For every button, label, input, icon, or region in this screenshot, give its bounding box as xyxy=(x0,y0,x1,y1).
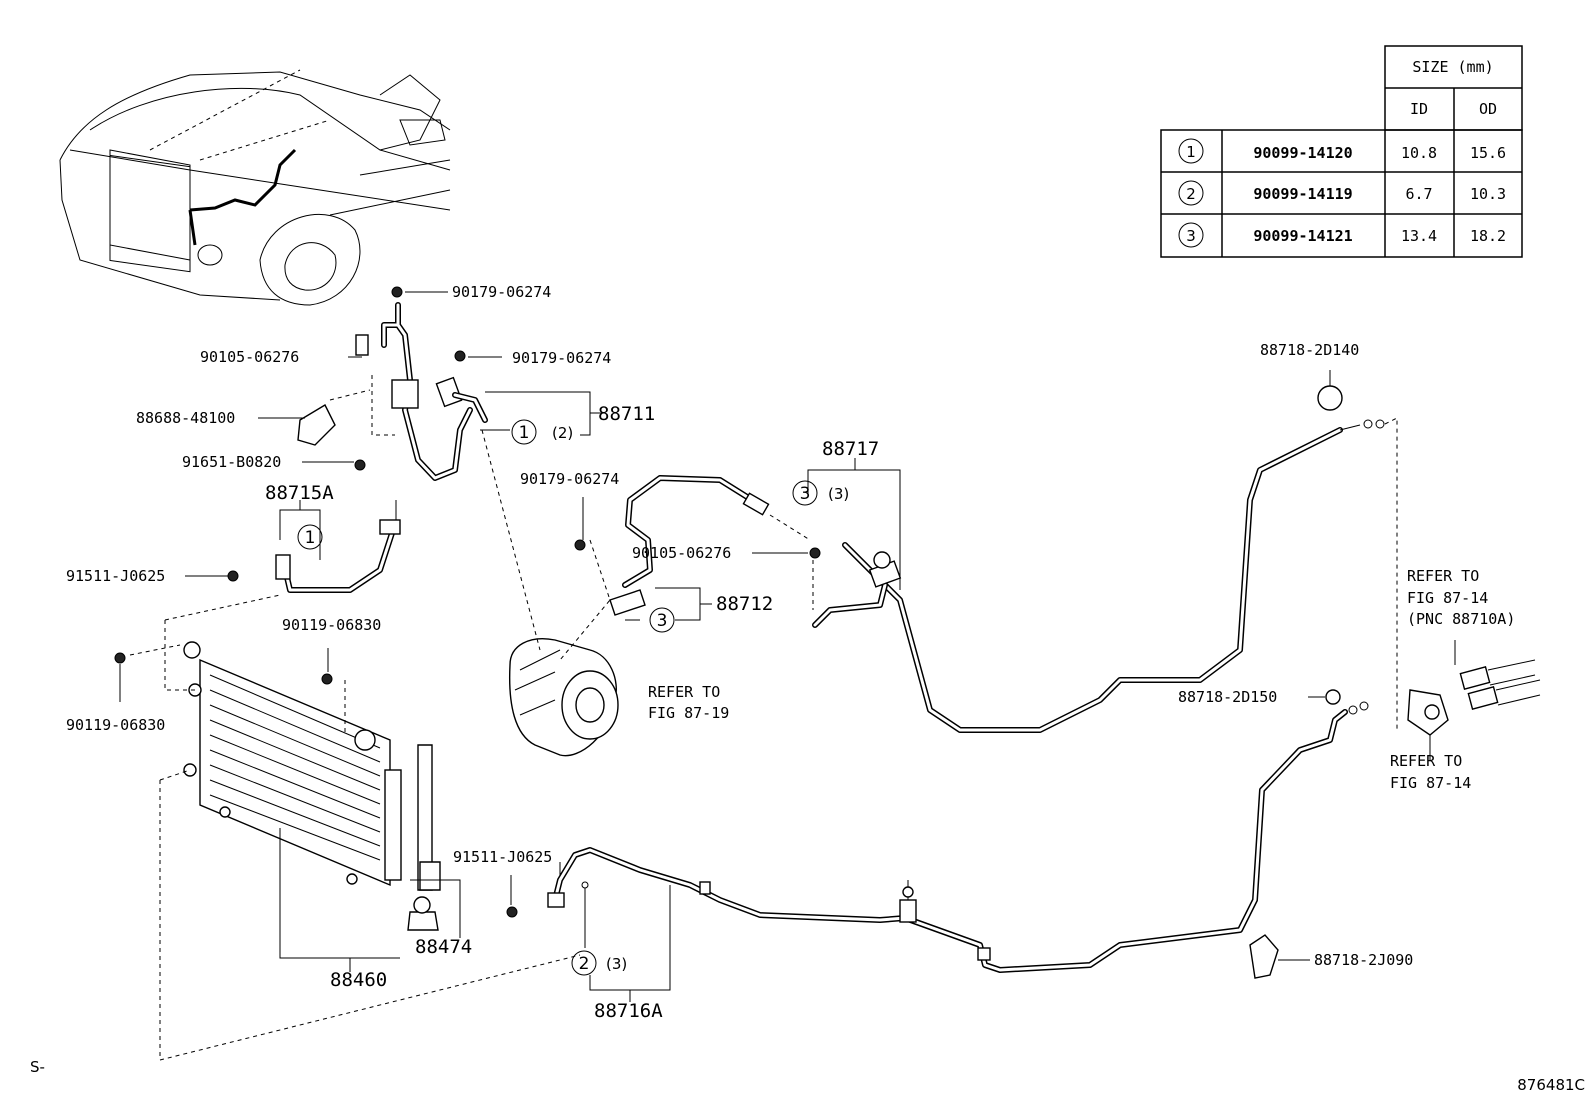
label-90179-06274-low: 90179-06274 xyxy=(520,470,619,488)
size-row3-part: 90099-14121 xyxy=(1253,227,1352,245)
callout-88717-qty: (3) xyxy=(828,485,849,503)
size-row2-mark: 2 xyxy=(1186,185,1196,203)
label-88460: 88460 xyxy=(330,969,387,991)
pipe-88716A xyxy=(506,689,1369,979)
right-fitting xyxy=(1407,659,1541,736)
callout-88711-qty: (2) xyxy=(552,424,573,442)
size-row2-od: 10.3 xyxy=(1470,185,1506,203)
callout-88716A-mark: 2 xyxy=(579,954,590,974)
part-labels: 90179-06274 90105-06276 90179-06274 8871… xyxy=(66,283,1413,1022)
refer-right-bottom-line1: REFER TO xyxy=(1390,752,1462,770)
label-88474: 88474 xyxy=(415,936,472,958)
refer-right-bottom-line2: FIG 87-14 xyxy=(1390,774,1471,792)
label-91511-J0625-top: 91511-J0625 xyxy=(66,567,165,585)
callout-88717-mark: 3 xyxy=(800,484,811,504)
label-88718-2D140: 88718-2D140 xyxy=(1260,341,1359,359)
label-91651-B0820: 91651-B0820 xyxy=(182,453,281,471)
callout-88711-mark: 1 xyxy=(519,423,530,443)
footer-left-code: S- xyxy=(30,1058,45,1076)
label-88711: 88711 xyxy=(598,403,655,425)
callouts: 1 (2) 1 3 3 (3) 2 (3) xyxy=(297,419,849,976)
size-row2-id: 6.7 xyxy=(1405,185,1432,203)
size-col-od: OD xyxy=(1479,100,1497,118)
refer-right-top-line3: (PNC 88710A) xyxy=(1407,610,1515,628)
label-90119-06830-right: 90119-06830 xyxy=(282,616,381,634)
refer-labels: REFER TO FIG 87-19 REFER TO FIG 87-14 (P… xyxy=(648,567,1515,792)
size-row2-part: 90099-14119 xyxy=(1253,185,1352,203)
refer-right-top-line1: REFER TO xyxy=(1407,567,1479,585)
label-90179-06274-mid: 90179-06274 xyxy=(512,349,611,367)
size-row3-id: 13.4 xyxy=(1401,227,1437,245)
label-88688-48100: 88688-48100 xyxy=(136,409,235,427)
label-88715A: 88715A xyxy=(265,482,334,504)
size-col-id: ID xyxy=(1410,100,1428,118)
hose-88712 xyxy=(574,475,821,616)
hose-88717 xyxy=(812,385,1398,733)
label-88717: 88717 xyxy=(822,438,879,460)
vehicle-outline xyxy=(59,69,451,306)
label-88718-2J090: 88718-2J090 xyxy=(1314,951,1413,969)
size-row1-id: 10.8 xyxy=(1401,144,1437,162)
size-row3-od: 18.2 xyxy=(1470,227,1506,245)
label-88716A: 88716A xyxy=(594,1000,663,1022)
size-header: SIZE (mm) xyxy=(1412,58,1493,76)
refer-compressor-line1: REFER TO xyxy=(648,683,720,701)
figure-id: 876481C xyxy=(1517,1076,1585,1094)
label-88712: 88712 xyxy=(716,593,773,615)
size-row1-part: 90099-14120 xyxy=(1253,144,1352,162)
size-table: SIZE (mm) ID OD 1 90099-14120 10.8 15.6 … xyxy=(1160,45,1523,258)
refer-compressor-line2: FIG 87-19 xyxy=(648,704,729,722)
condenser xyxy=(114,594,581,1061)
label-90119-06830-left: 90119-06830 xyxy=(66,716,165,734)
upper-fittings xyxy=(200,286,488,593)
label-91511-J0625-bottom: 91511-J0625 xyxy=(453,848,552,866)
leader-lines xyxy=(119,291,1456,1002)
callout-88716A-qty: (3) xyxy=(606,955,627,973)
label-90179-06274-top: 90179-06274 xyxy=(452,283,551,301)
size-row1-od: 15.6 xyxy=(1470,144,1506,162)
label-90105-06276-mid: 90105-06276 xyxy=(632,544,731,562)
label-88718-2D150: 88718-2D150 xyxy=(1178,688,1277,706)
callout-88715A-mark: 1 xyxy=(305,528,316,548)
refer-right-top-line2: FIG 87-14 xyxy=(1407,589,1488,607)
size-row3-mark: 3 xyxy=(1186,227,1196,245)
compressor xyxy=(481,429,619,757)
callout-88712-mark: 3 xyxy=(657,611,668,631)
label-90105-06276-left: 90105-06276 xyxy=(200,348,299,366)
size-row1-mark: 1 xyxy=(1186,143,1196,161)
